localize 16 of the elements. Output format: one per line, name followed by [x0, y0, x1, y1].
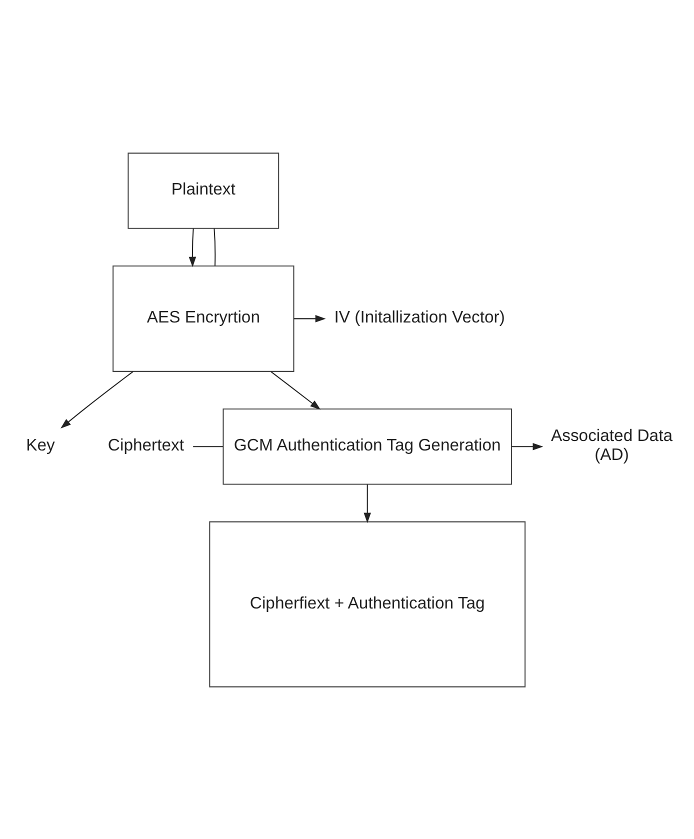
arrow — [294, 314, 326, 322]
node-text: Key — [26, 435, 55, 454]
arrow — [188, 228, 196, 267]
arrow — [512, 442, 544, 450]
node-text: Ciphertext — [108, 435, 184, 454]
node-box: GCM Authentication Tag Generation — [222, 408, 512, 484]
node-box: AES Encryrtion — [112, 264, 294, 372]
node-text: Associated Data (AD) — [550, 426, 672, 464]
arrow — [270, 370, 321, 410]
connector — [214, 228, 216, 266]
connector — [193, 446, 224, 447]
arrow — [364, 484, 372, 523]
node-text: IV (Initallization Vector) — [334, 307, 505, 326]
node-box: Plaintext — [128, 152, 280, 228]
node-box: Cipherfiext + Authentication Tag — [209, 520, 526, 687]
arrow — [60, 370, 134, 428]
